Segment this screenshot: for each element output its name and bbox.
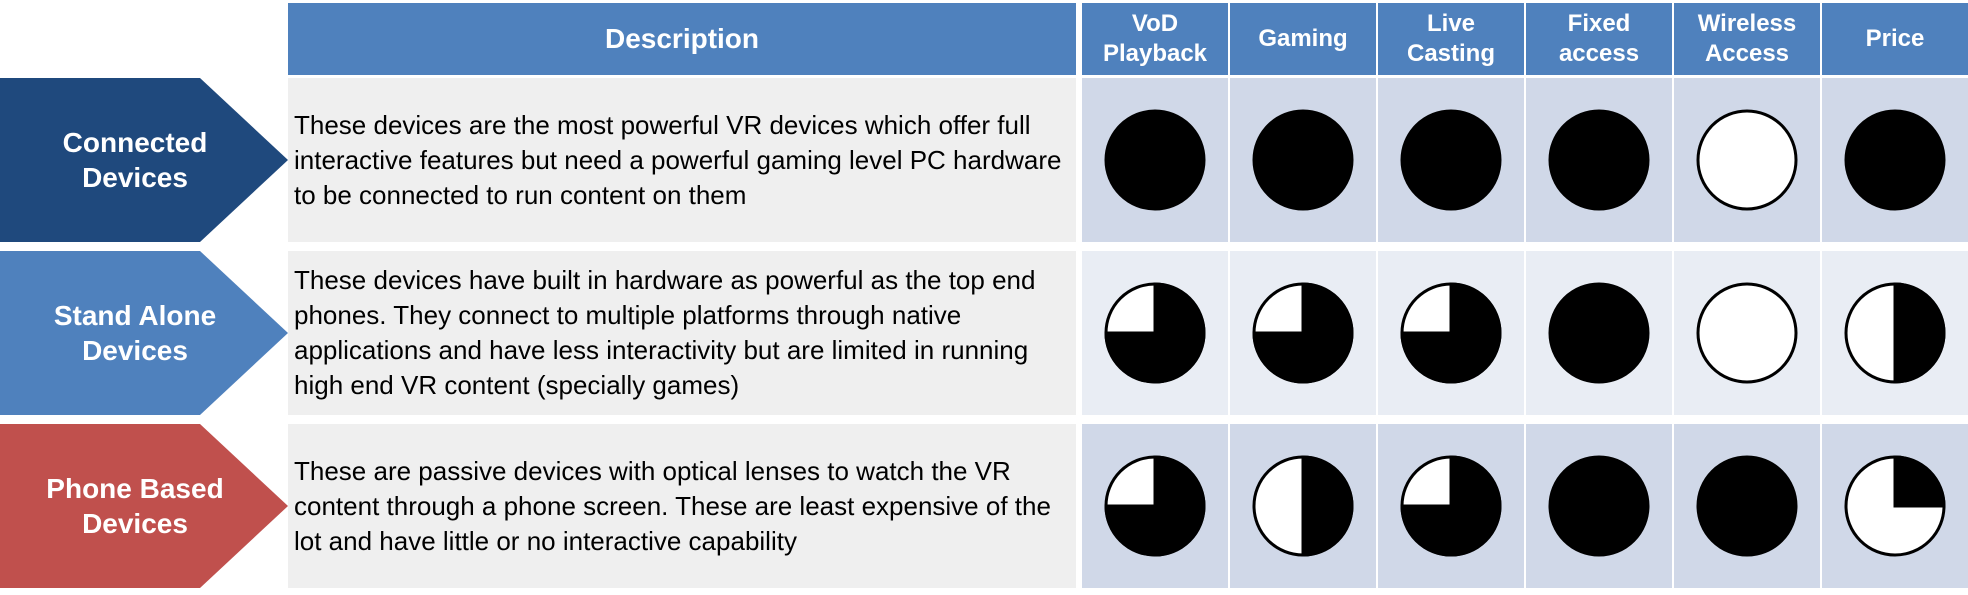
row-description: These devices are the most powerful VR d…	[288, 78, 1076, 242]
harvey-ball-fill	[1400, 455, 1502, 557]
rating-cell	[1082, 424, 1228, 588]
rating-cell	[1378, 78, 1524, 242]
row-description-text: These are passive devices with optical l…	[294, 455, 1051, 556]
rating-cell	[1082, 251, 1228, 415]
harvey-ball	[1252, 455, 1354, 557]
rating-cell	[1230, 424, 1376, 588]
rating-cell	[1230, 251, 1376, 415]
harvey-ball-fill	[1893, 282, 1946, 384]
harvey-ball-fill	[1893, 455, 1946, 508]
header-col-5: Wireless Access	[1674, 3, 1820, 75]
harvey-ball-fill	[1301, 455, 1354, 557]
harvey-ball	[1548, 282, 1650, 384]
row-label: Stand Alone Devices	[53, 300, 217, 366]
row-description-text: These devices have built in hardware as …	[294, 265, 1036, 400]
rating-cell	[1230, 78, 1376, 242]
header-col-4: Fixed access	[1526, 3, 1672, 75]
harvey-ball-fill	[1104, 455, 1206, 557]
row-label: Connected Devices	[62, 127, 208, 193]
header-col-1: VoD Playback	[1082, 3, 1228, 75]
harvey-ball-outline	[1696, 109, 1798, 211]
row-description: These are passive devices with optical l…	[288, 424, 1076, 588]
harvey-ball	[1104, 109, 1206, 211]
row-description-text: These devices are the most powerful VR d…	[294, 109, 1062, 210]
harvey-ball	[1400, 109, 1502, 211]
rating-cell	[1526, 78, 1672, 242]
rating-cell	[1822, 78, 1968, 242]
row-label-arrow: Phone Based Devices	[0, 424, 288, 588]
header-col-6: Price	[1822, 3, 1968, 75]
harvey-ball	[1104, 455, 1206, 557]
harvey-ball-fill	[1402, 111, 1500, 209]
harvey-ball-outline	[1696, 282, 1798, 384]
rating-cell	[1822, 424, 1968, 588]
rating-cell	[1822, 251, 1968, 415]
rating-cell	[1526, 424, 1672, 588]
harvey-ball-fill	[1550, 111, 1648, 209]
harvey-ball-fill	[1400, 282, 1502, 384]
rating-cell	[1674, 251, 1820, 415]
harvey-ball	[1548, 109, 1650, 211]
harvey-ball	[1400, 455, 1502, 557]
rating-cell	[1526, 251, 1672, 415]
rating-cell	[1674, 424, 1820, 588]
rating-cell	[1378, 251, 1524, 415]
harvey-ball-fill	[1550, 457, 1648, 555]
row-label: Phone Based Devices	[46, 473, 224, 539]
harvey-ball-fill	[1254, 111, 1352, 209]
harvey-ball	[1252, 109, 1354, 211]
harvey-ball-fill	[1104, 282, 1206, 384]
harvey-ball-fill	[1698, 457, 1796, 555]
row-label-arrow: Connected Devices	[0, 78, 288, 242]
harvey-ball	[1400, 282, 1502, 384]
rating-cell	[1378, 424, 1524, 588]
rating-cell	[1082, 78, 1228, 242]
row-label-arrow: Stand Alone Devices	[0, 251, 288, 415]
harvey-ball	[1844, 455, 1946, 557]
harvey-ball	[1252, 282, 1354, 384]
harvey-ball	[1844, 282, 1946, 384]
harvey-ball	[1696, 455, 1798, 557]
harvey-ball	[1548, 455, 1650, 557]
harvey-ball	[1696, 109, 1798, 211]
harvey-ball	[1696, 282, 1798, 384]
rating-cell	[1674, 78, 1820, 242]
harvey-ball-fill	[1106, 111, 1204, 209]
header-col-3: Live Casting	[1378, 3, 1524, 75]
harvey-ball	[1844, 109, 1946, 211]
header-description: Description	[288, 3, 1076, 75]
row-description: These devices have built in hardware as …	[288, 251, 1076, 415]
header-col-2: Gaming	[1230, 3, 1376, 75]
harvey-ball	[1104, 282, 1206, 384]
harvey-ball-fill	[1550, 284, 1648, 382]
harvey-ball-fill	[1846, 111, 1944, 209]
harvey-ball-fill	[1252, 282, 1354, 384]
